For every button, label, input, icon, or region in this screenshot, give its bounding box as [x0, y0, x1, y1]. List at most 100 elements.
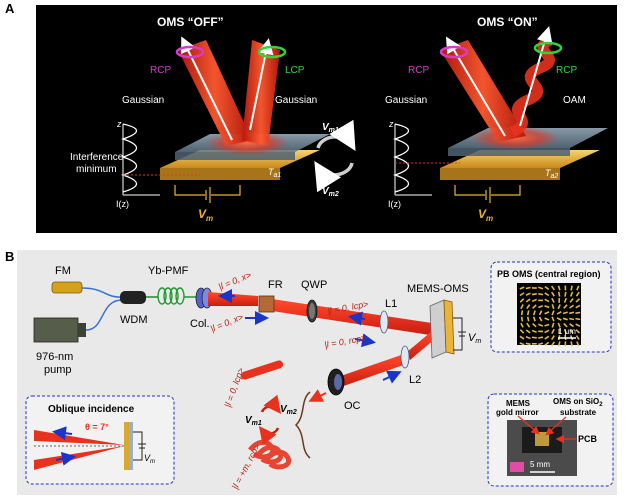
pb-nanobar: [556, 317, 562, 321]
pb-nanobar: [525, 335, 531, 340]
rcp-label-on-right: RCP: [556, 65, 577, 76]
pb-nanobar: [544, 292, 550, 297]
pb-nanobar: [557, 322, 561, 328]
gaussian-label-off-left: Gaussian: [122, 95, 164, 106]
pb-nanobar: [575, 291, 580, 297]
pb-nanobar: [538, 323, 544, 327]
pb-nanobar: [520, 322, 524, 328]
pb-nanobar: [556, 310, 562, 315]
pb-nanobar: [532, 304, 537, 309]
pb-nanobar: [520, 316, 524, 322]
pb-nanobar: [519, 292, 525, 297]
pb-nanobar: [532, 316, 536, 322]
rcp-rotation-icon-off: [175, 45, 205, 59]
pb-nanobar: [538, 292, 544, 296]
wdm-label: WDM: [120, 314, 148, 326]
pb-nanobar: [570, 285, 573, 291]
pb-nanobar: [550, 285, 556, 291]
pb-nanobar: [544, 335, 550, 340]
pb-nanobar: [544, 298, 550, 303]
output-brace: [294, 391, 311, 459]
faraday-rotator: [258, 295, 275, 313]
pb-nanobar: [532, 322, 537, 328]
pb-nanobar: [551, 335, 555, 341]
intensity-plot-off: [120, 123, 200, 196]
fiber-pump-wdm: [85, 299, 123, 331]
rcp-label-off: RCP: [150, 65, 171, 76]
output-arrow: [308, 389, 327, 402]
oam-helical-beam: [509, 34, 555, 138]
pb-nanobar: [550, 341, 556, 347]
pb-nanobar: [538, 299, 544, 302]
fiber-fm-wdm: [81, 287, 123, 298]
gaussian-label-off-right: Gaussian: [275, 95, 317, 106]
oblique-vm-label: Vm: [144, 453, 155, 465]
pb-nanobar: [544, 305, 550, 309]
pb-nanobar: [558, 297, 561, 303]
pb-nanobar: [575, 329, 581, 334]
lcp-rotation-icon-off: [257, 45, 287, 59]
fr-label: FR: [268, 279, 283, 291]
col-label: Col.: [190, 318, 210, 330]
pump-label-line2: pump: [44, 364, 72, 376]
l2-label: L2: [409, 374, 421, 386]
photo-pcb-label: PCB: [578, 434, 598, 444]
yb-pmf-coil: [157, 287, 185, 305]
pb-nanobar: [538, 310, 543, 316]
l1-label: L1: [385, 298, 397, 310]
pb-nanobar: [576, 341, 580, 347]
pb-nanobar: [551, 291, 555, 297]
pb-nanobar: [557, 291, 561, 297]
pb-nanobar: [551, 304, 555, 310]
mems-oms-label: MEMS-OMS: [407, 283, 469, 295]
photo-mems-line1: MEMS: [506, 399, 531, 408]
pb-nanobar: [569, 323, 575, 328]
pump-label-line1: 976-nm: [36, 351, 73, 363]
pb-nanobar: [575, 311, 581, 314]
pb-nanobar: [525, 298, 531, 303]
pb-nanobar: [562, 311, 568, 315]
pb-scale-label: 1 μm: [558, 327, 576, 336]
qwp-label: QWP: [301, 279, 327, 291]
pb-nanobar: [557, 285, 561, 291]
pb-nanobar: [538, 316, 543, 322]
ta1-label: Ta1: [268, 167, 281, 179]
pb-nanobar: [526, 310, 530, 316]
pb-nanobar: [544, 285, 550, 291]
photo-oms-line2: substrate: [560, 408, 597, 417]
pb-nanobar: [519, 335, 525, 340]
pb-nanobar: [544, 323, 550, 327]
pb-nanobar: [563, 304, 568, 309]
ta2-label: Ta2: [545, 168, 558, 180]
intensity-curve-off: [120, 123, 138, 193]
pb-nanobar: [525, 342, 531, 346]
oblique-oms-glass: [129, 422, 133, 470]
pb-nanobar: [531, 336, 537, 339]
vm-label-off: Vm: [198, 207, 213, 223]
pb-nanobar: [532, 310, 536, 316]
mems-oms-gold: [443, 299, 455, 355]
pb-nanobar: [519, 286, 525, 290]
interference-label-line2: minimum: [76, 164, 117, 175]
pb-nanobar: [531, 298, 537, 303]
mems-mirror-photo: [535, 432, 549, 446]
oms-off-title: OMS “OFF”: [157, 15, 224, 29]
pb-nanobar: [544, 317, 550, 321]
switch-arrow-bottom: [314, 161, 354, 193]
panel-a-letter: A: [5, 1, 15, 16]
pb-nanobar: [569, 304, 575, 309]
switch-arrow-b-top: [260, 394, 282, 414]
reflected-k-arrow-on: [519, 26, 553, 127]
pb-nanobar: [519, 342, 525, 346]
oblique-title: Oblique incidence: [48, 404, 135, 415]
pb-nanobar: [569, 311, 575, 315]
pb-nanobar: [531, 293, 537, 296]
pb-nanobar: [531, 287, 537, 289]
pb-nanobar: [551, 328, 555, 334]
vm2-label-b: Vm2: [280, 404, 297, 416]
photo-scale-label: 5 mm: [530, 460, 550, 469]
pb-nanobar: [538, 336, 544, 339]
vm-circuit-b: [453, 317, 463, 351]
z-axis-label-off: z: [116, 119, 122, 129]
